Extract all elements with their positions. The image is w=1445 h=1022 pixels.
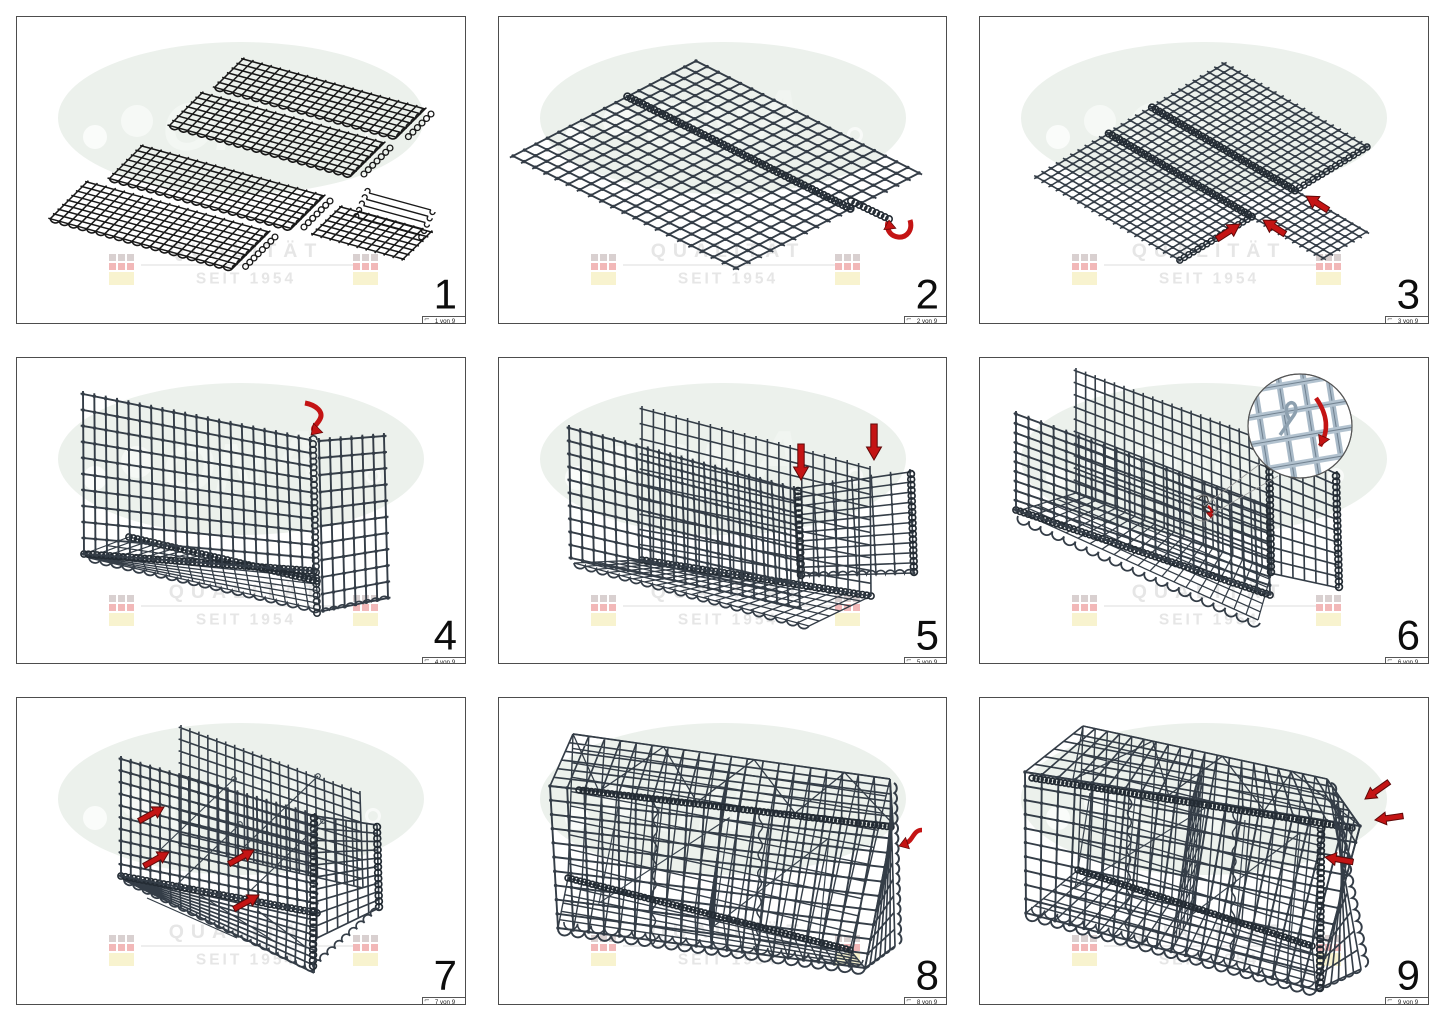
- svg-text:SEIT 1954: SEIT 1954: [196, 271, 296, 288]
- svg-text:4 von 9: 4 von 9: [435, 658, 456, 664]
- svg-text:SEIT 1954: SEIT 1954: [678, 271, 778, 288]
- svg-text:9 von 9: 9 von 9: [1398, 999, 1419, 1005]
- svg-text:8: 8: [915, 952, 938, 999]
- svg-text:9: 9: [1397, 952, 1420, 999]
- svg-text:SEIT 1954: SEIT 1954: [678, 611, 778, 628]
- svg-text:QUALITÄT: QUALITÄT: [650, 239, 805, 262]
- svg-text:SEIT 1954: SEIT 1954: [678, 952, 778, 969]
- svg-text:SEIT 1954: SEIT 1954: [196, 952, 296, 969]
- svg-text:7 von 9: 7 von 9: [435, 999, 456, 1005]
- svg-text:2: 2: [915, 271, 938, 318]
- svg-text:3 von 9: 3 von 9: [1398, 318, 1419, 324]
- svg-text:3: 3: [1397, 271, 1420, 318]
- svg-text:5 von 9: 5 von 9: [917, 658, 938, 664]
- svg-text:8 von 9: 8 von 9: [917, 999, 938, 1005]
- svg-text:4: 4: [434, 611, 457, 658]
- svg-text:QUALITÄT: QUALITÄT: [169, 580, 324, 603]
- svg-text:ON: ON: [644, 430, 748, 506]
- svg-text:SEIT 1954: SEIT 1954: [1159, 271, 1259, 288]
- svg-text:7: 7: [434, 952, 457, 999]
- svg-text:A: A: [1233, 76, 1284, 152]
- svg-text:2 von 9: 2 von 9: [917, 318, 938, 324]
- svg-text:6 von 9: 6 von 9: [1398, 658, 1419, 664]
- svg-text:5: 5: [915, 611, 938, 658]
- svg-text:SEIT 1954: SEIT 1954: [196, 611, 296, 628]
- svg-text:1: 1: [434, 271, 457, 318]
- svg-text:1 von 9: 1 von 9: [435, 318, 456, 324]
- svg-text:6: 6: [1397, 611, 1420, 658]
